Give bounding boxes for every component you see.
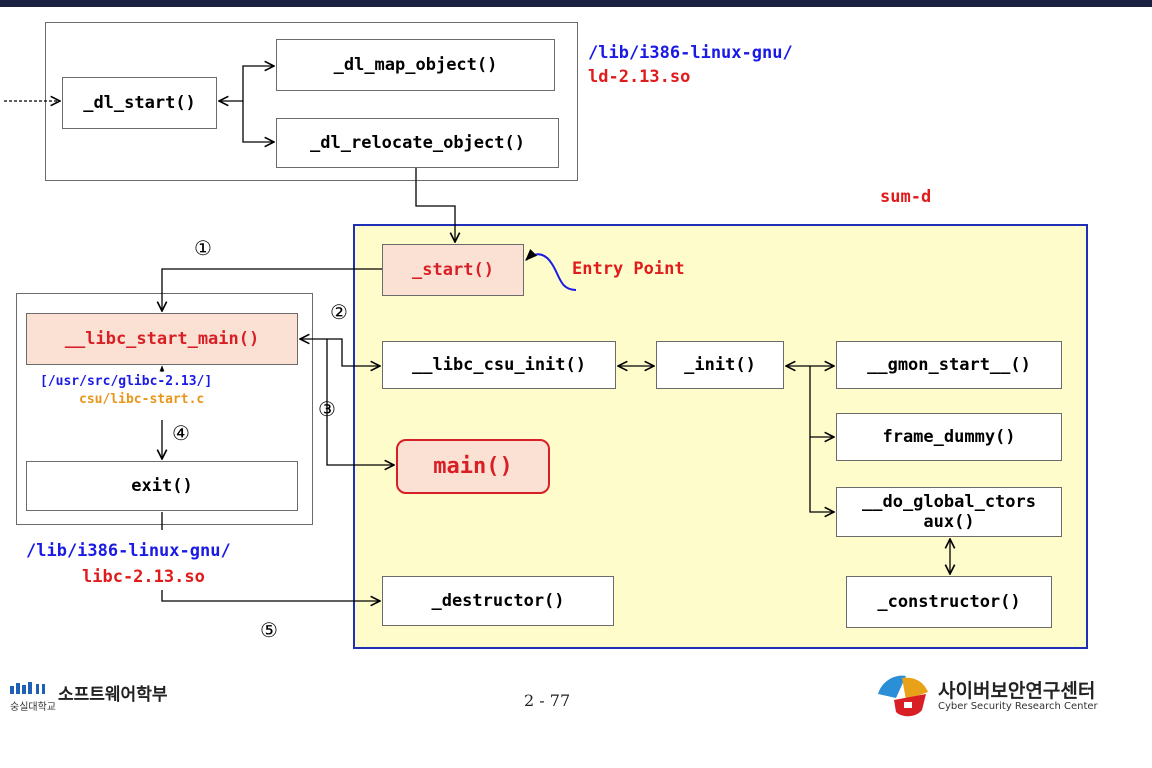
left-logo: 소프트웨어학부 숭실대학교 [10,680,190,716]
do-global-ctors-aux-box: __do_global_ctors aux() [836,487,1062,537]
ld-path-file: ld-2.13.so [588,67,691,87]
init-box: _init() [656,341,784,389]
libc-start-main-to-main-arrow [326,339,394,465]
libc-csu-init-box: __libc_csu_init() [382,341,616,389]
exit-box: exit() [26,461,298,511]
cyber-shield-icon [878,675,928,717]
init-to-frame-dummy-arrow [809,366,834,437]
gmon-start-box: __gmon_start__() [836,341,1062,389]
glibc-src-path: [/usr/src/glibc-2.13/] [40,374,213,389]
right-logo: 사이버보안연구센터 Cyber Security Research Center [872,670,1112,720]
entry-point-pointer-arrow [525,248,577,291]
sum-d-title: sum-d [880,187,932,207]
constructor-box: _constructor() [846,576,1052,628]
libc-path-dir: /lib/i386-linux-gnu/ [26,541,231,561]
libc-start-main-box: __libc_start_main() [26,313,298,365]
libc-start-main-to-csu-init-arrow [300,339,380,366]
right-logo-sub: Cyber Security Research Center [938,701,1098,712]
dl-relocate-object-box: _dl_relocate_object() [276,118,559,168]
relocate-to-start-arrow [415,168,455,242]
dl-start-to-map-arrow [219,66,274,101]
page-number: 2 - 77 [524,691,571,710]
step-5-marker: ⑤ [260,618,278,642]
libc-path-file: libc-2.13.so [82,567,205,587]
start-to-libc-start-main-arrow [162,268,382,311]
init-to-do-global-ctors-arrow [809,437,834,512]
libc-start-file: csu/libc-start.c [79,392,205,407]
dl-start-to-relocate-arrow [242,101,274,142]
do-global-ctors-line2: aux() [923,512,975,532]
exit-to-destructor-arrow [161,512,380,601]
top-bar [0,0,1152,7]
step-1-marker: ① [194,236,212,260]
start-box: _start() [382,244,524,296]
left-logo-sub: 숭실대학교 [10,702,56,713]
step-2-marker: ② [330,300,348,324]
frame-dummy-box: frame_dummy() [836,413,1062,461]
ssu-logo-icon [10,682,45,694]
ld-path-dir: /lib/i386-linux-gnu/ [588,43,793,63]
left-logo-text: 소프트웨어학부 [58,685,168,705]
do-global-ctors-line1: __do_global_ctors [862,492,1036,512]
right-logo-text: 사이버보안연구센터 [938,680,1096,702]
step-4-marker: ④ [172,421,190,445]
dl-map-object-box: _dl_map_object() [276,39,555,91]
entry-point-label: Entry Point [572,259,685,279]
dl-start-box: _dl_start() [62,77,217,129]
destructor-box: _destructor() [382,576,614,626]
main-box: main() [396,439,550,494]
